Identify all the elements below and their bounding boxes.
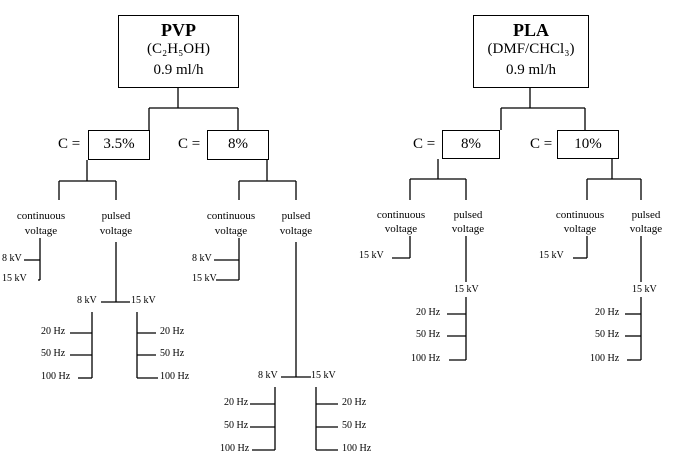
continuous-voltage-label: voltage: [24, 225, 58, 237]
continuous-voltage-label: voltage: [563, 223, 597, 235]
pvp-conc-b-prefix: C =: [178, 136, 201, 152]
kv-label: 15 kV: [632, 284, 657, 295]
pulsed-label: pulsed: [631, 209, 661, 221]
pulsed-voltage-label: voltage: [451, 223, 485, 235]
kv-label: 15 kV: [454, 284, 479, 295]
kv-label: 15 kV: [311, 370, 336, 381]
continuous-label: continuous: [206, 210, 256, 222]
pvp-solvent: (C₂H₅OH): [147, 41, 210, 57]
pulsed-label: pulsed: [101, 210, 131, 222]
pvp-flow-rate: 0.9 ml/h: [153, 62, 204, 78]
pla-conc-b-prefix: C =: [530, 136, 553, 152]
pvp-conc-a-box: [88, 130, 150, 160]
pulsed-voltage-label: voltage: [99, 225, 133, 237]
hz-label: 100 Hz: [590, 353, 620, 364]
kv-label: 8 kV: [192, 253, 212, 264]
continuous-label: continuous: [16, 210, 66, 222]
hz-label: 100 Hz: [220, 443, 250, 454]
pvp-conc-a-prefix: C =: [58, 136, 81, 152]
hz-label: 20 Hz: [595, 307, 620, 318]
hz-label: 50 Hz: [41, 348, 66, 359]
continuous-label: continuous: [376, 209, 426, 221]
pla-conc-a-prefix: C =: [413, 136, 436, 152]
hz-label: 100 Hz: [342, 443, 372, 454]
continuous-voltage-label: voltage: [384, 223, 418, 235]
hz-label: 20 Hz: [342, 397, 367, 408]
pla-box: [473, 15, 589, 88]
pvp-box: [118, 15, 239, 88]
pla-solvent: (DMF/CHCl₃): [487, 41, 575, 57]
pulsed-label: pulsed: [453, 209, 483, 221]
pla-conc-b-box: [557, 130, 619, 159]
hz-label: 100 Hz: [41, 371, 71, 382]
pulsed-voltage-label: voltage: [279, 225, 313, 237]
kv-label: 8 kV: [77, 295, 97, 306]
pvp-conc-a-value: 3.5%: [103, 136, 135, 152]
hz-label: 100 Hz: [411, 353, 441, 364]
continuous-voltage-label: voltage: [214, 225, 248, 237]
kv-label: 15 kV: [131, 295, 156, 306]
kv-label: 15 kV: [539, 250, 564, 261]
hz-label: 50 Hz: [160, 348, 185, 359]
pvp-conc-b-value: 8%: [228, 136, 248, 152]
kv-label: 15 kV: [2, 273, 27, 284]
hz-label: 20 Hz: [224, 397, 249, 408]
hz-label: 50 Hz: [342, 420, 367, 431]
hz-label: 50 Hz: [595, 329, 620, 340]
kv-label: 15 kV: [192, 273, 217, 284]
pla-conc-a-box: [442, 130, 500, 159]
pla-conc-a-value: 8%: [461, 136, 481, 152]
pla-flow-rate: 0.9 ml/h: [505, 62, 556, 78]
hz-label: 20 Hz: [41, 326, 66, 337]
kv-label: 8 kV: [2, 253, 22, 264]
pulsed-label: pulsed: [281, 210, 311, 222]
continuous-label: continuous: [555, 209, 605, 221]
hz-label: 50 Hz: [416, 329, 441, 340]
pla-conc-b-value: 10%: [574, 136, 602, 152]
pvp-title: PVP: [161, 20, 196, 40]
pla-title: PLA: [513, 20, 549, 40]
hz-label: 20 Hz: [160, 326, 185, 337]
pvp-conc-b-box: [207, 130, 269, 160]
hz-label: 50 Hz: [224, 420, 249, 431]
pulsed-voltage-label: voltage: [629, 223, 663, 235]
kv-label: 8 kV: [258, 370, 278, 381]
hz-label: 20 Hz: [416, 307, 441, 318]
hz-label: 100 Hz: [160, 371, 190, 382]
kv-label: 15 kV: [359, 250, 384, 261]
